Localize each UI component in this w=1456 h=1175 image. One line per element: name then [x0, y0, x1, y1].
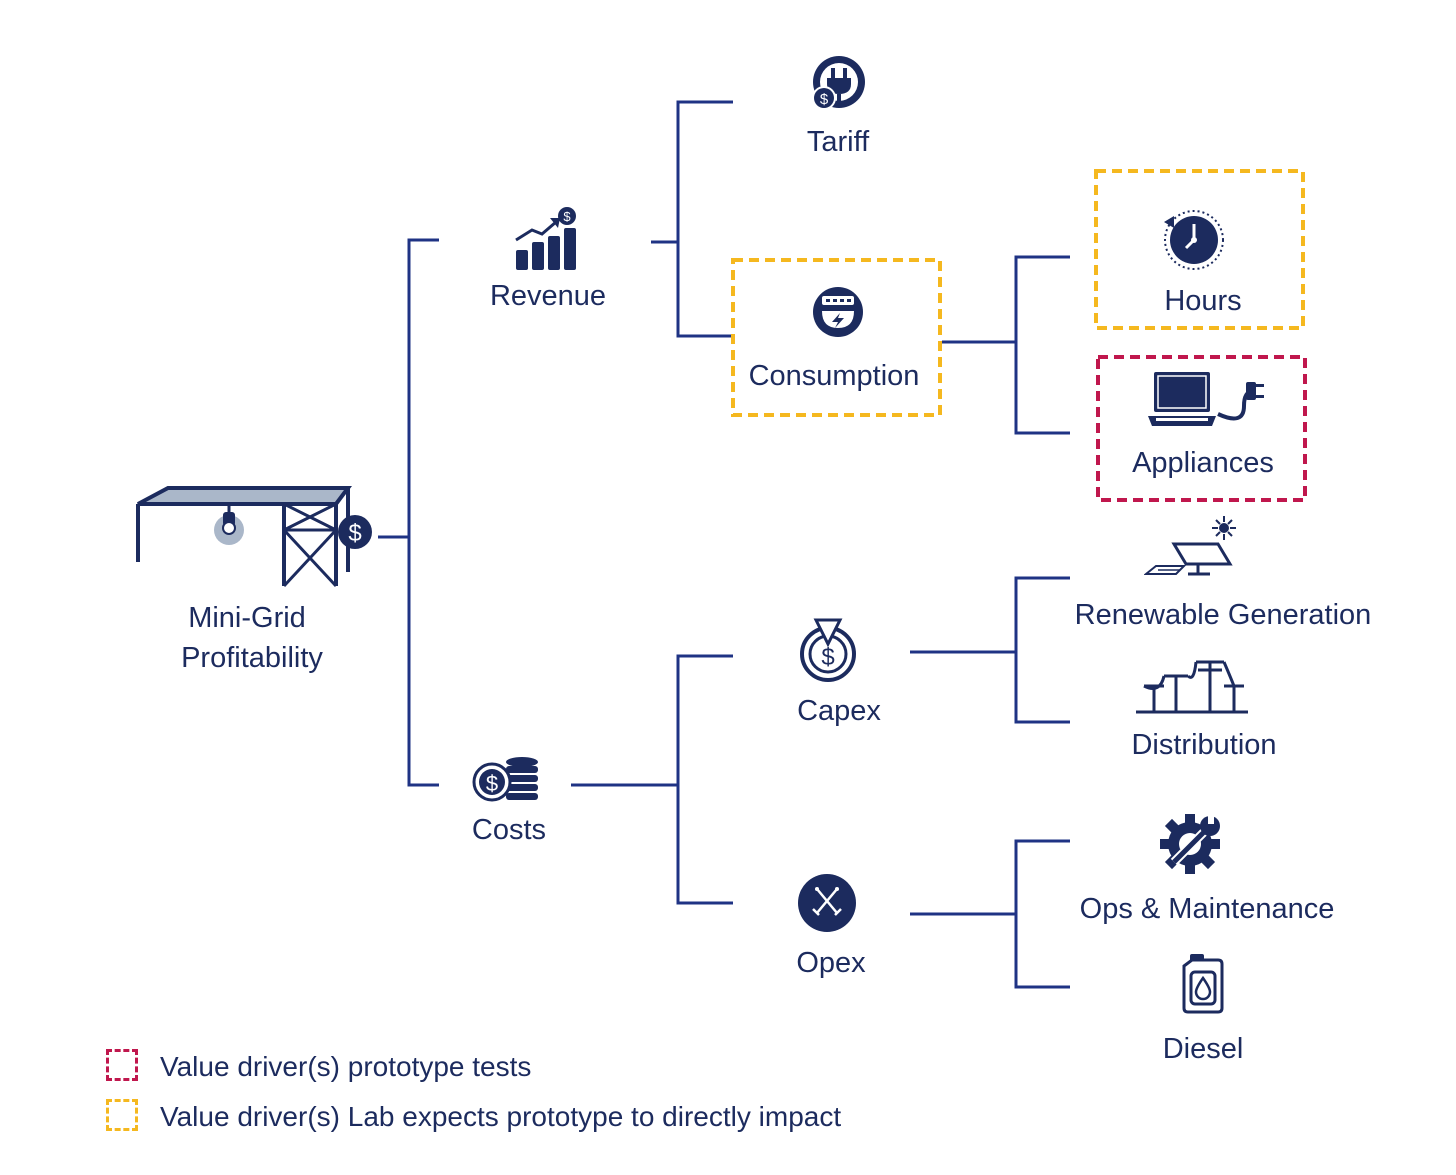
plug-dollar-icon: $	[812, 56, 865, 110]
ops-label: Ops & Maintenance	[1079, 893, 1335, 925]
costs-label: Costs	[471, 814, 547, 846]
appliances-test-box	[1096, 355, 1307, 502]
renewable-label: Renewable Generation	[1074, 599, 1372, 631]
root-connector	[378, 238, 439, 787]
diesel-label: Diesel	[1162, 1033, 1244, 1065]
root-label-line1: Mini-Grid	[188, 602, 306, 634]
fuel-can-icon	[1182, 954, 1224, 1014]
svg-text:$: $	[563, 209, 571, 224]
opex-badge-icon	[798, 874, 856, 932]
consumption-connector	[942, 255, 1070, 435]
opex-label: Opex	[796, 947, 866, 979]
consumption-label: Consumption	[748, 360, 920, 392]
capex-connector	[910, 576, 1070, 724]
solar-panel-icon	[1144, 516, 1236, 576]
power-poles-icon	[1136, 660, 1248, 714]
legend-swatch-impact	[106, 1099, 138, 1131]
svg-text:$: $	[348, 520, 361, 547]
revenue-label: Revenue	[489, 280, 607, 312]
capex-label: Capex	[797, 695, 881, 727]
appliances-label: Appliances	[1132, 447, 1274, 479]
dollar-target-icon: $	[800, 618, 856, 682]
gear-wrench-icon	[1160, 814, 1220, 874]
electric-meter-icon	[813, 287, 863, 337]
clock-icon	[1164, 210, 1224, 270]
revenue-connector	[651, 100, 733, 338]
svg-text:$: $	[820, 91, 829, 108]
distribution-label: Distribution	[1131, 729, 1277, 761]
tariff-label: Tariff	[806, 126, 870, 158]
legend-text-test: Value driver(s) prototype tests	[160, 1051, 532, 1082]
hours-label: Hours	[1164, 285, 1242, 317]
consumption-impact-box	[731, 258, 942, 417]
legend-text-impact: Value driver(s) Lab expects prototype to…	[160, 1101, 842, 1132]
root-label-line2: Profitability	[181, 642, 323, 674]
laptop-plug-icon	[1148, 372, 1264, 426]
svg-text:$: $	[486, 771, 498, 796]
legend-swatch-test	[106, 1049, 138, 1081]
revenue-chart-icon: $	[515, 207, 576, 270]
coin-stack-icon: $	[472, 757, 538, 802]
mini-grid-canopy-icon: $	[136, 486, 372, 588]
svg-text:$: $	[821, 644, 834, 671]
hours-impact-box	[1094, 169, 1305, 330]
opex-connector	[910, 839, 1070, 989]
costs-connector	[571, 654, 733, 905]
